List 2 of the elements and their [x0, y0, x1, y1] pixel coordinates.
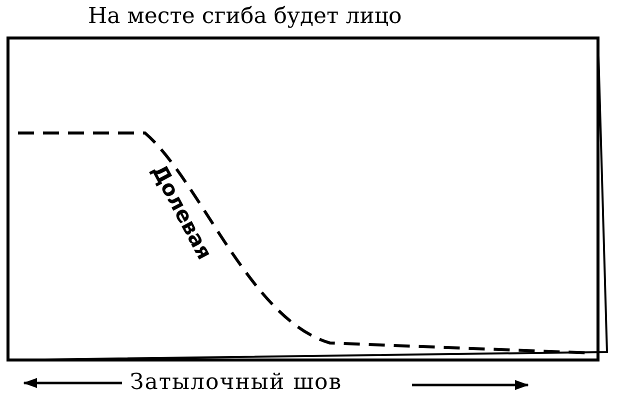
seam-label: Затылочный шов [130, 370, 342, 395]
fold-note: На месте сгиба будет лицо [88, 4, 402, 29]
